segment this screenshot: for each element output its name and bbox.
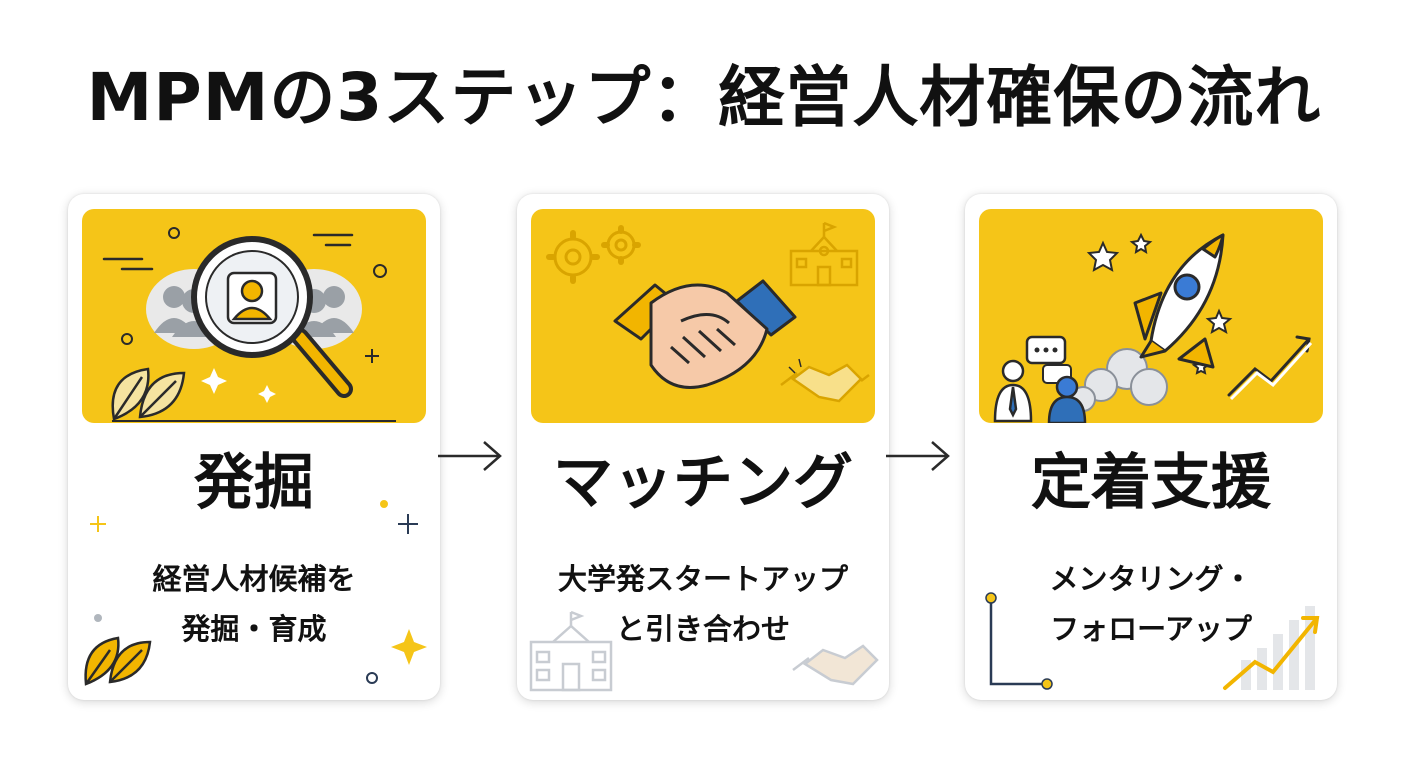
gear-icon: [546, 225, 641, 284]
step-card-matching: マッチング 大学発スタートアップ と引き合わせ: [517, 194, 889, 700]
matching-illustration: [531, 209, 875, 423]
mentee-person-icon: [1047, 375, 1087, 423]
step-card-retention: 定着支援 メンタリング・ フォローアップ: [965, 194, 1337, 700]
step-title: 発掘: [194, 448, 314, 518]
speech-bubble-icon: [1025, 335, 1072, 384]
step-description-line: 発掘・育成: [181, 612, 327, 646]
handshake-icon: [613, 279, 797, 389]
step-description: 大学発スタートアップ と引き合わせ: [517, 554, 889, 654]
school-building-icon: [789, 221, 859, 287]
step-title: 定着支援: [1031, 448, 1271, 518]
retention-illustration: [979, 209, 1323, 423]
step-description-line: メンタリング・: [1049, 562, 1253, 596]
discovery-illustration: [82, 209, 426, 423]
step-card-discovery: 発掘 経営人材候補を 発掘・育成: [68, 194, 440, 700]
step-description-line: 経営人材候補を: [152, 562, 356, 596]
step-description-line: 大学発スタートアップ: [557, 562, 848, 596]
step-description: メンタリング・ フォローアップ: [965, 554, 1337, 654]
page-title: MPMの3ステップ：経営人材確保の流れ: [86, 59, 1322, 136]
step-description-line: フォローアップ: [1050, 612, 1252, 646]
arrow-right-icon: [886, 441, 950, 471]
mentor-person-icon: [993, 359, 1033, 423]
star-icon: [1086, 232, 1233, 375]
handshake-icon: [780, 363, 870, 403]
step-title: マッチング: [553, 448, 853, 518]
step-description: 経営人材候補を 発掘・育成: [68, 554, 440, 654]
magnifier-person-icon: [191, 236, 353, 398]
leaf-icon: [111, 367, 186, 421]
step-description-line: と引き合わせ: [615, 612, 790, 646]
growth-arrow-icon: [1227, 335, 1311, 397]
rocket-icon: [1133, 233, 1225, 369]
arrow-right-icon: [438, 441, 502, 471]
smoke-cloud-icon: [1070, 348, 1168, 412]
